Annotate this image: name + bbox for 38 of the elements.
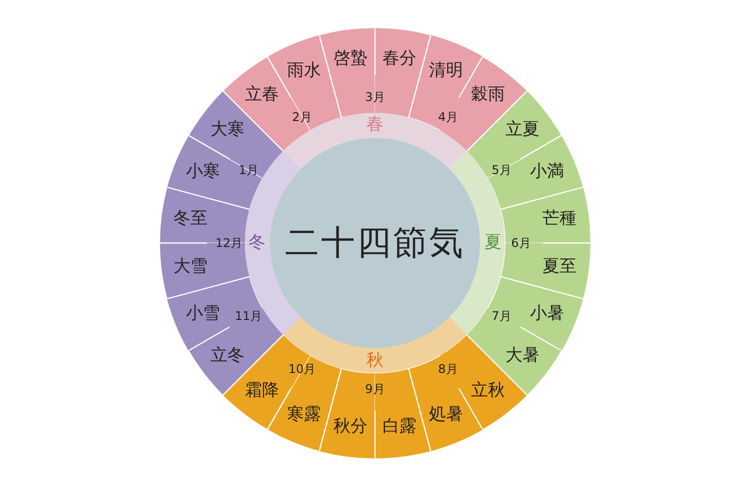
term-label: 霜降: [244, 382, 279, 400]
term-label: 秋分: [334, 418, 368, 436]
term-label: 寒露: [286, 406, 321, 424]
month-label: 7月: [492, 310, 512, 322]
term-label: 夏至: [542, 258, 576, 276]
term-label: 処暑: [429, 406, 464, 424]
season-label: 冬: [248, 234, 266, 252]
term-label: 白露: [382, 418, 416, 436]
term-label: 立春: [244, 86, 279, 104]
month-label: 4月: [438, 110, 458, 123]
term-label: 小寒: [186, 163, 220, 180]
term-label: 啓蟄: [334, 50, 368, 68]
term-label: 立秋: [471, 382, 506, 400]
term-label: 雨水: [286, 62, 321, 80]
month-label: 3月: [365, 91, 385, 103]
term-label: 大暑: [506, 348, 540, 365]
month-label: 11月: [234, 310, 262, 322]
term-label: 清明: [429, 62, 464, 80]
term-label: 立夏: [506, 121, 540, 138]
month-label: 2月: [292, 110, 312, 123]
term-label: 立冬: [210, 348, 244, 365]
term-label: 穀雨: [471, 86, 506, 104]
title-text: 二十四節気: [285, 226, 465, 260]
term-label: 小暑: [530, 306, 564, 323]
month-label: 5月: [492, 164, 512, 176]
month-label: 6月: [511, 237, 531, 249]
season-label: 春: [366, 116, 384, 134]
season-label: 秋: [366, 352, 384, 370]
term-label: 大雪: [174, 258, 208, 276]
month-label: 8月: [438, 363, 458, 376]
term-label: 大寒: [210, 121, 244, 138]
term-label: 小満: [530, 163, 564, 180]
season-label: 夏: [484, 234, 502, 252]
term-label: 春分: [382, 50, 416, 68]
month-label: 12月: [215, 237, 243, 249]
term-label: 冬至: [174, 210, 208, 228]
term-label: 小雪: [186, 306, 220, 323]
term-label: 芒種: [542, 210, 576, 228]
